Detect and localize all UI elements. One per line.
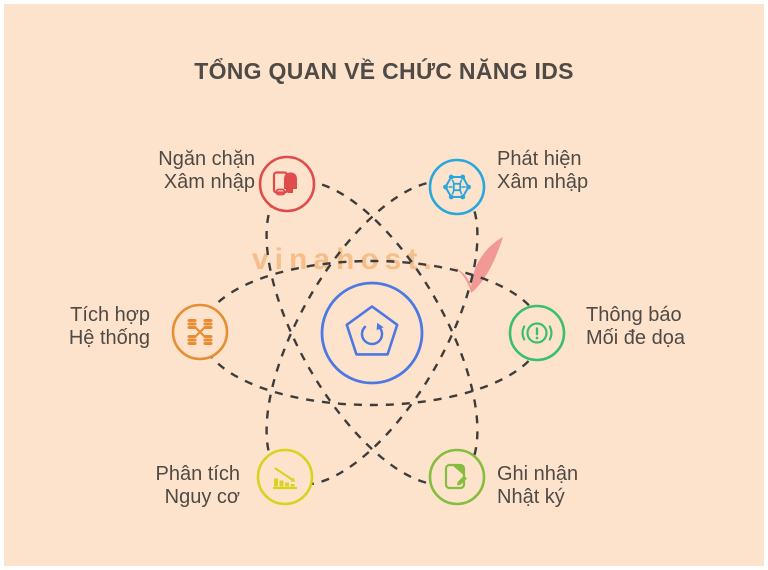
- label-line: Mối đe dọa: [586, 327, 685, 349]
- journal-pencil-icon: [444, 463, 467, 490]
- label-line: Nguy cơ: [164, 486, 240, 508]
- node-tich-hop: [171, 303, 229, 361]
- label-thong-bao: Thông báo Mối đe dọa: [586, 304, 766, 350]
- label-line: Thông báo: [586, 304, 682, 326]
- network-hexagon-icon: [443, 174, 471, 200]
- label-tich-hop: Tích hợp Hệ thống: [18, 304, 150, 350]
- pentagon-refresh-icon: [345, 305, 399, 356]
- phone-shield-icon: [272, 171, 297, 196]
- check-icon: [453, 237, 503, 293]
- label-line: Hệ thống: [68, 327, 150, 349]
- declining-chart-icon: [273, 467, 297, 490]
- node-circle: [428, 158, 486, 216]
- label-phat-hien: Phát hiện Xâm nhập: [497, 148, 677, 194]
- node-ngan-chan: [258, 155, 316, 213]
- label-line: Ngăn chặn: [158, 148, 255, 170]
- center-circle: [320, 281, 424, 385]
- node-ghi-nhan: [428, 448, 486, 506]
- label-line: Phát hiện: [497, 148, 582, 170]
- threat-alert-icon: [521, 322, 553, 344]
- page-title: TỔNG QUAN VỀ CHỨC NĂNG IDS: [194, 58, 574, 84]
- label-line: Phân tích: [155, 463, 240, 485]
- label-ghi-nhan: Ghi nhận Nhật ký: [497, 463, 667, 509]
- node-circle: [428, 448, 486, 506]
- label-line: Ghi nhận: [497, 463, 579, 485]
- label-line: Xâm nhập: [163, 171, 255, 193]
- label-ngan-chan: Ngăn chặn Xâm nhập: [85, 148, 255, 194]
- center-node: [320, 281, 424, 385]
- node-phat-hien: [428, 158, 486, 216]
- node-circle: [256, 448, 314, 506]
- node-thong-bao: [508, 304, 566, 362]
- label-line: Xâm nhập: [497, 171, 589, 193]
- label-line: Nhật ký: [497, 486, 565, 508]
- label-phan-tich: Phân tích Nguy cơ: [80, 463, 240, 509]
- node-phan-tich: [256, 448, 314, 506]
- label-line: Tích hợp: [70, 304, 150, 326]
- database-cluster-icon: [187, 319, 213, 345]
